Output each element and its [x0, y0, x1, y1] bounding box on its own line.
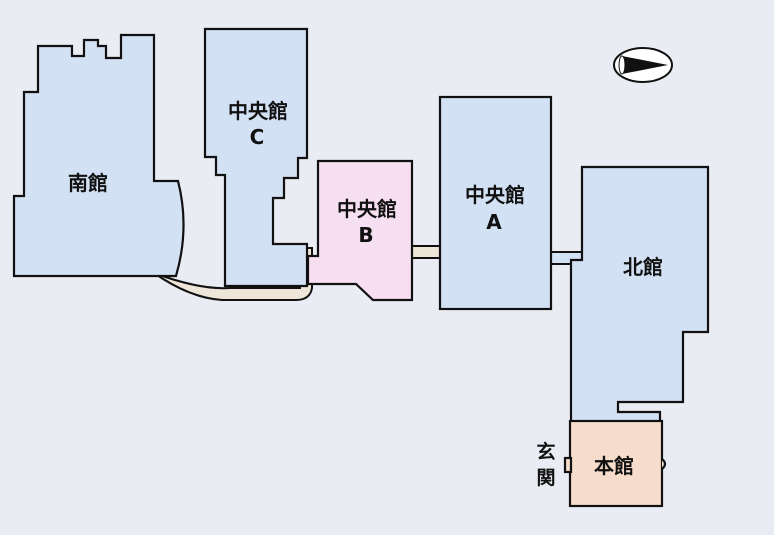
building-minami[interactable]: [12, 33, 185, 278]
north-arrow-icon: [613, 47, 673, 83]
building-chuo-b[interactable]: [306, 159, 414, 302]
label-chuo-c-line1: 中央館: [228, 99, 288, 123]
label-chuo-c-line2: C: [250, 125, 265, 149]
label-entrance-char2: 関: [536, 467, 555, 489]
label-chuo-b-line1: 中央館: [337, 197, 397, 221]
label-chuo-a-line1: 中央館: [465, 183, 525, 207]
building-honkan[interactable]: [568, 419, 664, 508]
honkan-side-notch: [661, 458, 667, 470]
building-chuo-c[interactable]: [203, 27, 309, 288]
entrance-door[interactable]: [563, 456, 573, 474]
label-chuo-b-line2: B: [358, 223, 373, 247]
label-honkan: 本館: [594, 454, 634, 478]
building-kita[interactable]: [569, 165, 710, 426]
label-chuo-a-line2: A: [486, 210, 502, 234]
corridor-south-to-central-b[interactable]: [153, 247, 313, 301]
building-chuo-a[interactable]: [438, 95, 553, 311]
label-kita: 北館: [623, 255, 663, 279]
label-entrance-char1: 玄: [536, 440, 555, 463]
label-minami: 南館: [68, 171, 108, 195]
corridor-central-b-to-a[interactable]: [409, 245, 441, 259]
